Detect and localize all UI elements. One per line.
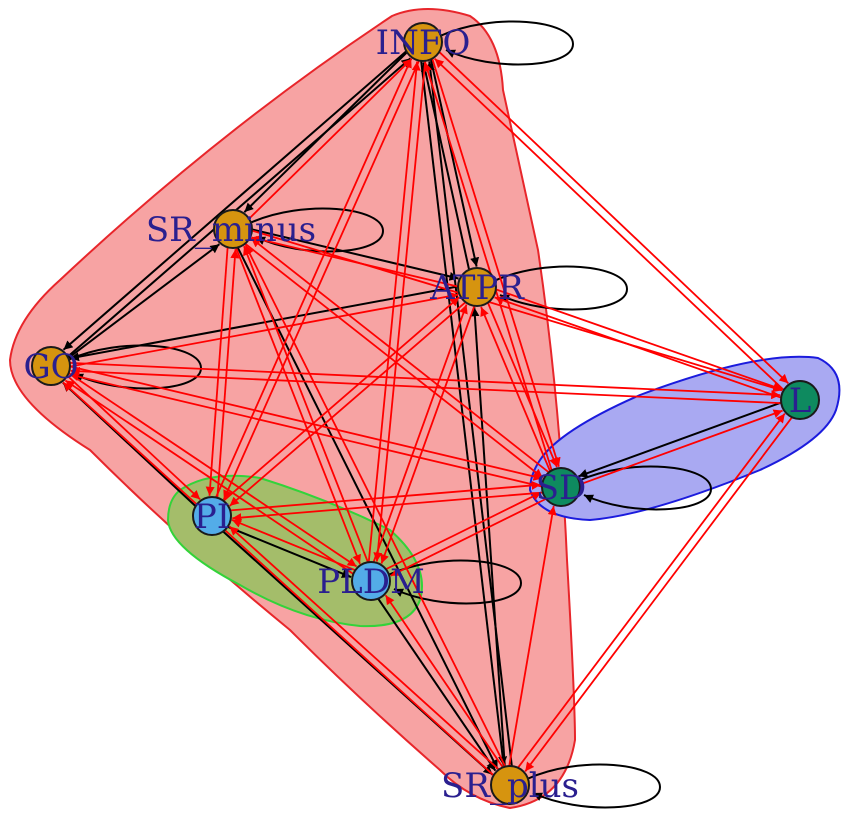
node-INFO: INFO [376,22,471,63]
edge-GO-to-SR_minus [67,243,221,359]
edge-SR_plus-to-ATPR [470,307,506,767]
edge-GO-to-INFO [67,57,412,358]
edge-PLDM-to-ATPR [372,304,468,563]
node-label-SR_minus: SR_minus [146,210,316,250]
edge-SD-to-SR_minus [250,237,550,473]
edge-SD-to-ATPR [480,306,551,472]
edge-SR_plus-to-INFO [425,61,513,766]
edge-GO-to-SD [70,365,543,481]
edge-PI-to-INFO [215,58,413,498]
node-circle-PI [192,496,232,536]
edge-SR_plus-to-SR_plus [526,763,662,809]
edge-SD-to-PI [232,491,543,523]
edge-GO-to-PLDM [68,372,358,568]
edge-SR_minus-to-PLDM [235,247,361,565]
node-SD: SD [536,467,587,508]
edge-SR_plus-to-L [517,413,786,768]
node-circle-SD [541,467,581,507]
edge-SR_minus-to-PI [205,247,229,496]
edge-L-to-INFO [434,58,785,391]
edge-PI-to-PLDM [227,525,352,579]
edge-PLDM-to-SR_plus [377,598,497,772]
edge-SR_minus-to-SD [244,243,544,479]
edge-SR_plus-to-PI [228,525,500,770]
node-label-SR_plus: SR_plus [441,766,579,806]
node-circle-PLDM [351,561,391,601]
node-L: L [780,380,820,421]
edge-PLDM-to-PI [231,519,356,571]
edge-INFO-to-SD [431,58,561,467]
edge-INFO-to-L [438,51,789,384]
edge-SR_minus-to-SR_plus [237,247,499,770]
edge-GO-to-PI [66,375,201,501]
edge-PI-to-ATPR [223,296,460,502]
edge-ATPR-to-PLDM [380,305,476,564]
node-label-INFO: INFO [376,23,471,63]
edge-L-to-SR_plus [524,417,793,772]
node-ATPR: ATPR [429,267,525,308]
edge-SD-to-GO [69,372,542,488]
red-group-hull [8,8,577,810]
edge-SR_minus-to-L [252,229,783,393]
node-circle-ATPR [457,267,497,307]
node-label-L: L [789,381,812,421]
edge-PI-to-SD [230,480,541,512]
edge-ATPR-to-INFO [420,62,470,270]
node-label-SD: SD [536,468,587,508]
edge-INFO-to-INFO [439,20,575,66]
edge-ATPR-to-L [496,288,783,391]
node-circle-SR_minus [213,209,253,249]
edge-PI-to-SR_minus [216,249,240,498]
node-PI: PI [192,496,232,537]
edge-ATPR-to-SD [487,302,558,468]
node-label-GO: GO [23,347,78,387]
edge-INFO-to-PLDM [373,61,427,562]
edge-PLDM-to-PLDM [387,559,523,605]
node-label-ATPR: ATPR [429,268,525,308]
edge-SD-to-PLDM [390,498,547,577]
edge-PLDM-to-INFO [367,61,421,562]
edge-PLDM-to-SD [385,491,542,570]
node-circle-INFO [403,22,443,62]
edge-GO-to-L [70,362,781,400]
edge-SD-to-L [579,409,783,486]
node-SR_minus: SR_minus [146,209,316,250]
node-circle-SR_plus [490,765,530,805]
edge-SR_minus-to-ATPR [252,228,459,281]
edge-layer [62,20,793,809]
edge-INFO-to-SR_minus [243,51,408,213]
edge-SR_plus-to-GO [62,381,494,776]
edge-INFO-to-GO [62,50,407,351]
edge-INFO-to-ATPR [430,59,480,267]
edge-SD-to-SD [577,465,713,511]
node-label-PLDM: PLDM [317,562,425,602]
group-layer [8,8,841,810]
node-circle-GO [31,346,71,386]
node-circle-L [780,380,820,420]
edge-SR_plus-to-PLDM [384,594,504,768]
edge-SR_minus-to-INFO [248,58,413,220]
node-GO: GO [23,346,79,387]
edge-L-to-GO [70,366,781,404]
node-label-PI: PI [194,497,230,537]
edge-ATPR-to-PI [229,301,466,507]
node-PLDM: PLDM [317,561,425,602]
edge-INFO-to-PI [222,60,420,500]
edge-PLDM-to-GO [64,379,354,575]
node-SR_plus: SR_plus [441,765,579,806]
edge-SR_plus-to-SD [508,505,557,766]
edge-ATPR-to-GO [69,285,458,362]
edge-L-to-SD [578,401,782,478]
